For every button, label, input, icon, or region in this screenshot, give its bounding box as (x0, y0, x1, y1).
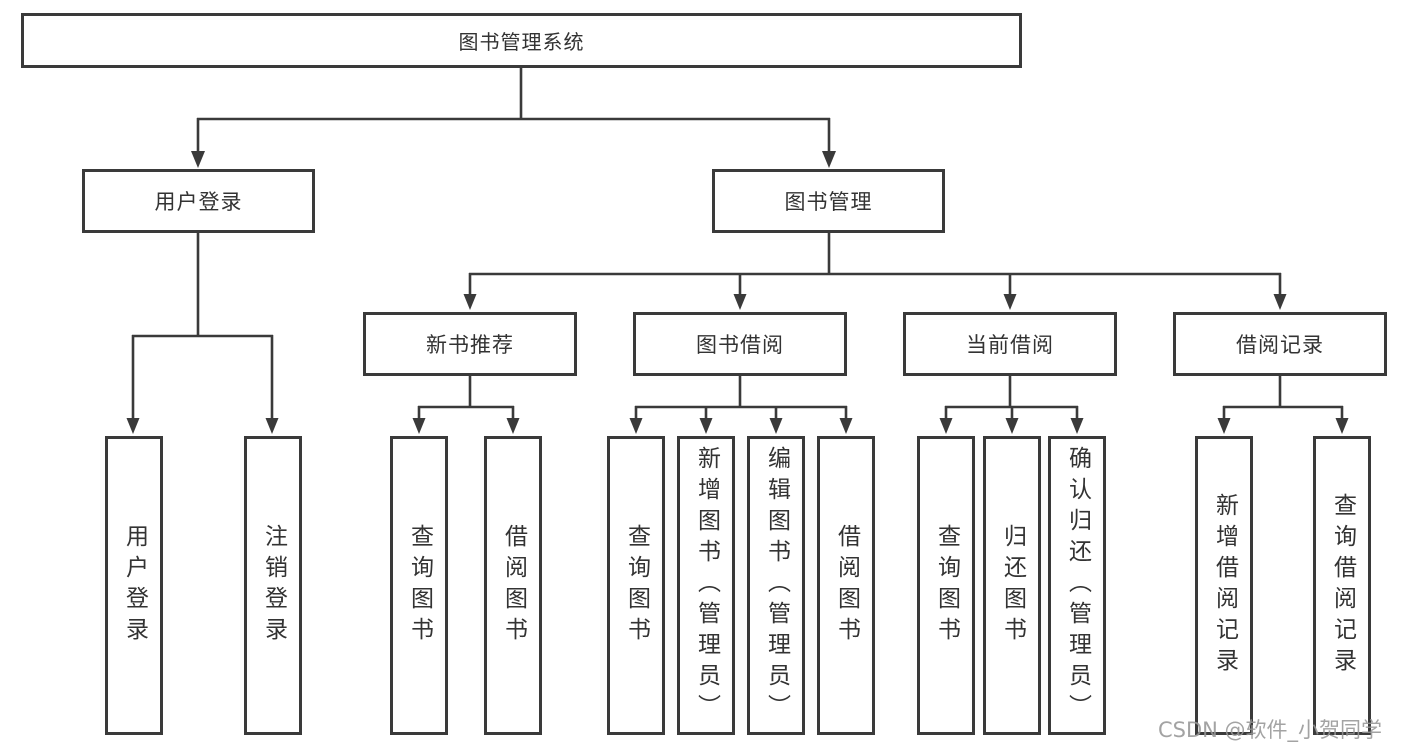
csdn-watermark: CSDN @软件_小贺同学 (1158, 718, 1383, 742)
leaf-confirm-return-admin: 确认归还（管理员） (1048, 436, 1106, 735)
node-book-borrowing: 图书借阅 (633, 312, 847, 376)
leaf-label: 新增借阅记录 (1211, 492, 1238, 679)
leaf-user-login: 用户登录 (105, 436, 163, 735)
leaf-query-books-recommend: 查询图书 (390, 436, 448, 735)
leaf-label: 归还图书 (999, 523, 1026, 648)
leaf-label: 用户登录 (121, 523, 148, 648)
leaf-label: 借阅图书 (833, 523, 860, 648)
node-borrowing-records: 借阅记录 (1173, 312, 1387, 376)
leaf-query-books-borrow: 查询图书 (607, 436, 665, 735)
node-label: 用户登录 (154, 190, 243, 214)
node-current-borrowing: 当前借阅 (903, 312, 1117, 376)
node-label: 图书借阅 (696, 333, 784, 357)
leaf-logout: 注销登录 (244, 436, 302, 735)
leaf-label: 新增图书（管理员） (693, 446, 720, 725)
leaf-return-books: 归还图书 (983, 436, 1041, 735)
leaf-query-books-current: 查询图书 (917, 436, 975, 735)
leaf-query-borrow-record: 查询借阅记录 (1313, 436, 1371, 735)
leaf-add-books-admin: 新增图书（管理员） (677, 436, 735, 735)
leaf-label: 查询图书 (623, 523, 650, 648)
leaf-edit-books-admin: 编辑图书（管理员） (747, 436, 805, 735)
node-user-login-branch: 用户登录 (82, 169, 315, 233)
leaf-label: 注销登录 (260, 523, 287, 648)
leaf-label: 查询图书 (406, 523, 433, 648)
leaf-label: 借阅图书 (500, 523, 527, 648)
leaf-label: 确认归还（管理员） (1064, 446, 1091, 725)
leaf-borrow-books: 借阅图书 (817, 436, 875, 735)
leaf-label: 查询图书 (933, 523, 960, 648)
node-book-management: 图书管理 (712, 169, 945, 233)
node-label: 借阅记录 (1236, 333, 1324, 357)
node-library-system: 图书管理系统 (21, 13, 1022, 68)
node-label: 图书管理系统 (458, 30, 585, 54)
leaf-label: 编辑图书（管理员） (763, 446, 790, 725)
node-label: 当前借阅 (966, 333, 1054, 357)
node-new-book-recommend: 新书推荐 (363, 312, 577, 376)
leaf-borrow-books-recommend: 借阅图书 (484, 436, 542, 735)
leaf-label: 查询借阅记录 (1329, 492, 1356, 679)
node-label: 图书管理 (784, 190, 873, 214)
leaf-add-borrow-record: 新增借阅记录 (1195, 436, 1253, 735)
node-label: 新书推荐 (426, 333, 514, 357)
